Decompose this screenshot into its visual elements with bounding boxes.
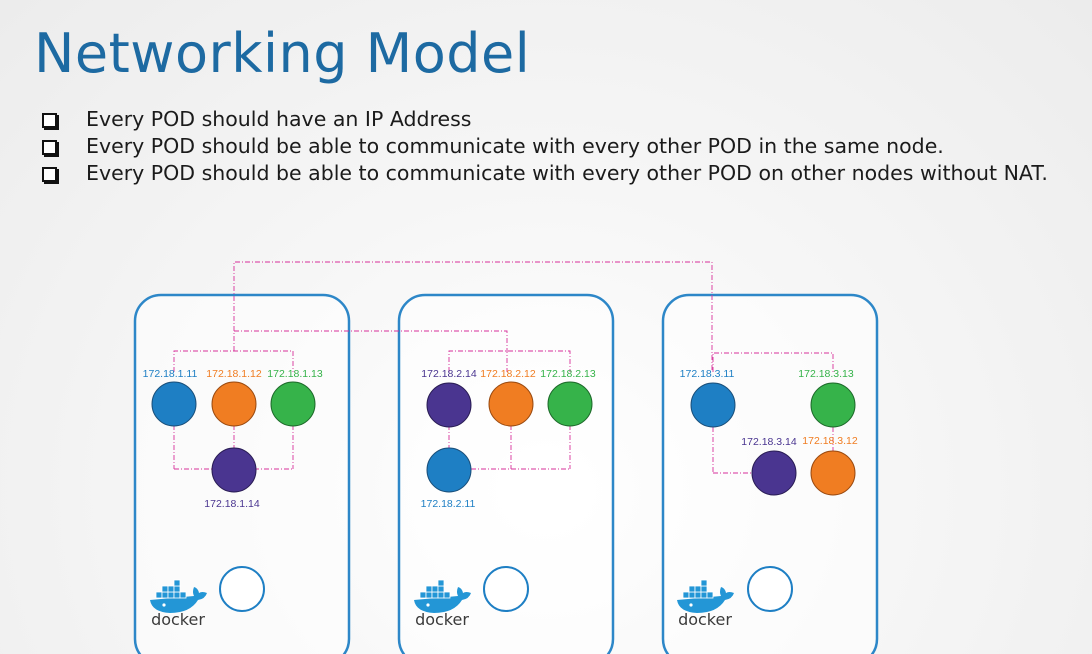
docker-bridge-circle — [483, 566, 529, 612]
svg-text:docker: docker — [151, 610, 205, 629]
requirement-text: Every POD should be able to communicate … — [86, 161, 1048, 185]
pod-ip-label: 172.18.3.13 — [798, 368, 854, 380]
svg-text:docker: docker — [678, 610, 732, 629]
pod — [151, 381, 197, 427]
pod-ip-label: 172.18.2.11 — [421, 498, 476, 510]
pod-ip-label: 172.18.1.14 — [204, 498, 260, 510]
pod-ip-label: 172.18.1.12 — [206, 368, 262, 380]
requirement-text: Every POD should have an IP Address — [86, 107, 472, 131]
checkbox-bullet-icon — [42, 140, 57, 155]
pod-ip-label: 172.18.2.13 — [540, 368, 596, 380]
docker-bridge-circle — [747, 566, 793, 612]
pod-ip-label: 172.18.3.14 — [741, 436, 797, 448]
pod — [690, 382, 736, 428]
pod — [211, 447, 257, 493]
pod-ip-label: 172.18.2.14 — [421, 368, 477, 380]
pod — [426, 382, 472, 428]
checkbox-bullet-icon — [42, 167, 57, 182]
connector-line — [233, 261, 713, 372]
docker-bridge-circle — [219, 566, 265, 612]
docker-logo: docker — [676, 579, 735, 629]
pod-ip-label: 172.18.1.13 — [267, 368, 323, 380]
requirement-text: Every POD should be able to communicate … — [86, 134, 944, 158]
svg-text:docker: docker — [415, 610, 469, 629]
checkbox-bullet-icon — [42, 113, 57, 128]
pod — [751, 450, 797, 496]
pod — [270, 381, 316, 427]
pod — [810, 450, 856, 496]
docker-logo: docker — [413, 579, 472, 629]
pod-ip-label: 172.18.3.11 — [680, 368, 735, 380]
pod — [426, 447, 472, 493]
connector-line — [448, 350, 571, 372]
pod — [488, 381, 534, 427]
pod-ip-label: 172.18.1.11 — [143, 368, 198, 380]
page-title: Networking Model — [34, 22, 531, 85]
pod — [547, 381, 593, 427]
connector-line — [233, 330, 508, 372]
docker-logo: docker — [149, 579, 208, 629]
pod — [810, 382, 856, 428]
connector-line — [173, 350, 294, 372]
pod-ip-label: 172.18.3.12 — [802, 435, 858, 447]
pod-ip-label: 172.18.2.12 — [480, 368, 536, 380]
pod — [211, 381, 257, 427]
network-connections — [173, 261, 834, 474]
